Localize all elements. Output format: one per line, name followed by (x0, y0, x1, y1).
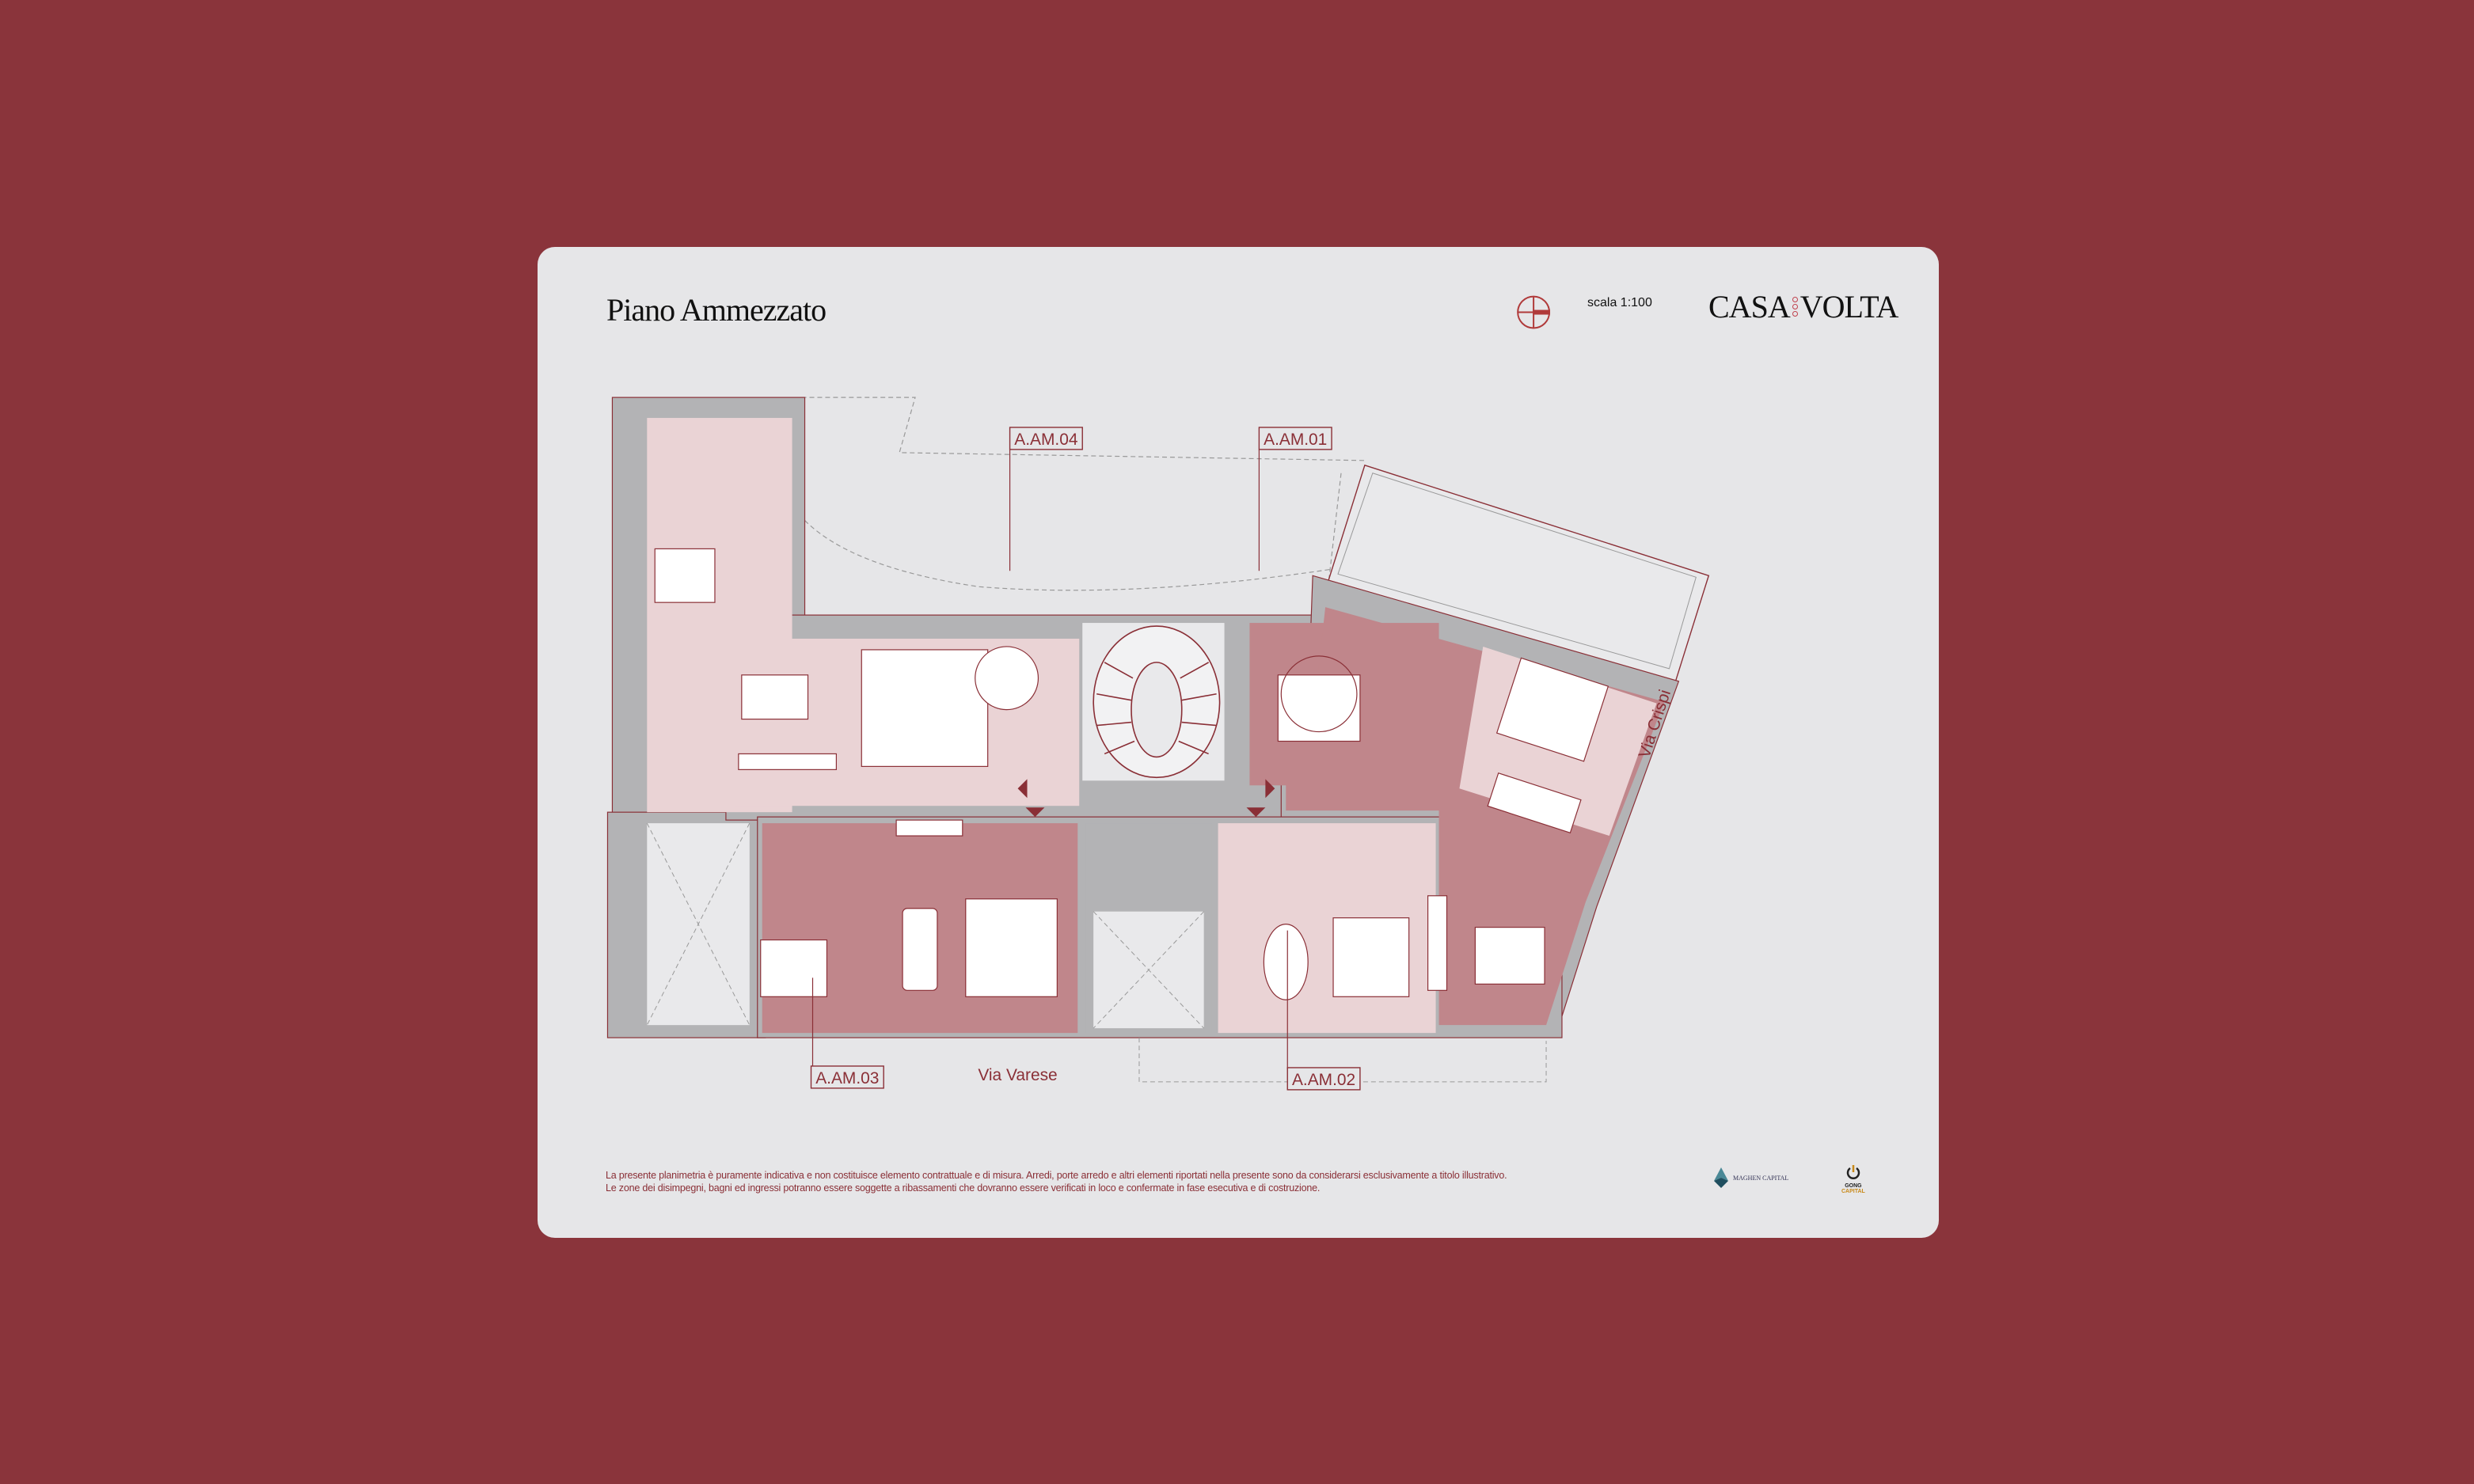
spiral-staircase (1093, 625, 1221, 779)
street-label-via-varese: Via Varese (978, 1066, 1057, 1084)
maghen-text: MAGHEN CAPITAL (1733, 1174, 1789, 1182)
unit-label-a-am-01: A.AM.01 (1258, 427, 1332, 450)
scale-label: scala 1:100 (1587, 296, 1652, 309)
brand-logo: CASA VOLTA (1708, 288, 1898, 325)
disclaimer: La presente planimetria è puramente indi… (606, 1169, 1507, 1194)
svg-text:A.AM.04: A.AM.04 (1014, 431, 1078, 449)
power-icon (1846, 1165, 1860, 1179)
maghen-capital-logo: MAGHEN CAPITAL (1714, 1167, 1788, 1188)
entrance-markers (1017, 779, 1275, 818)
gong-text: GONG (1845, 1183, 1862, 1189)
north-arrow-icon (1517, 295, 1551, 329)
disclaimer-line-2: Le zone dei disimpegni, bagni ed ingress… (606, 1182, 1321, 1194)
furniture (654, 548, 1609, 1000)
svg-text:A.AM.02: A.AM.02 (1292, 1071, 1355, 1089)
svg-text:A.AM.01: A.AM.01 (1264, 431, 1327, 449)
maghen-logo-icon (1714, 1167, 1728, 1188)
svg-text:A.AM.03: A.AM.03 (815, 1069, 879, 1087)
page-title: Piano Ammezzato (606, 292, 827, 328)
unit-label-a-am-04: A.AM.04 (1009, 427, 1083, 450)
brand-right: VOLTA (1799, 289, 1899, 325)
gong-capital-logo: GONG CAPITAL (1841, 1165, 1865, 1194)
unit-label-a-am-03: A.AM.03 (810, 1065, 884, 1089)
brand-left: CASA (1708, 289, 1791, 325)
courtyard-outline (801, 397, 1365, 591)
disclaimer-line-1: La presente planimetria è puramente indi… (606, 1170, 1507, 1181)
unit-label-a-am-02: A.AM.02 (1286, 1067, 1361, 1091)
brand-dots-icon (1792, 297, 1798, 317)
gong-capital-text: CAPITAL (1841, 1189, 1865, 1194)
